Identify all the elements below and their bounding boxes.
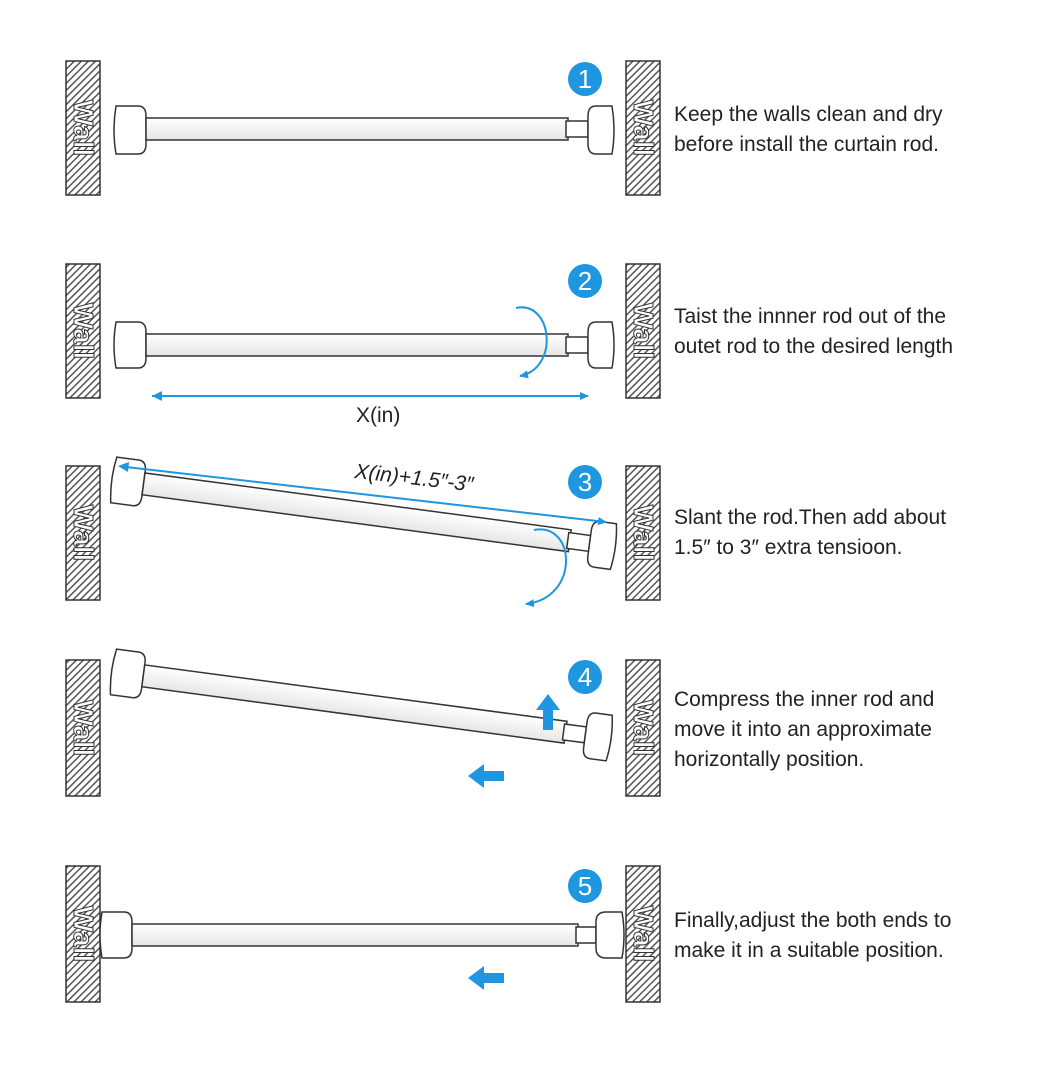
rotate-arrow-icon <box>525 528 567 608</box>
instruction-line: make it in a suitable position. <box>674 939 944 962</box>
left-wall: Wall <box>65 659 101 797</box>
instruction-line: Finally,adjust the both ends to <box>674 909 952 932</box>
right-wall: Wall <box>625 659 661 797</box>
wall-label: Wall <box>68 505 99 562</box>
tension-rod <box>109 648 614 762</box>
step-4-illustration: Wall Wall <box>65 648 661 797</box>
wall-label: Wall <box>68 906 99 963</box>
step-5-illustration: Wall Wall <box>65 865 661 1003</box>
tension-rod <box>113 321 615 369</box>
right-wall: Wall <box>625 465 661 601</box>
step-number-badge: 5 <box>568 869 602 903</box>
instruction-line: before install the curtain rod. <box>674 133 939 156</box>
left-wall: Wall <box>65 60 101 196</box>
step-number-badge: 1 <box>568 62 602 96</box>
arrow-up-icon <box>536 694 560 730</box>
length-measure-line <box>118 462 607 526</box>
wall-label: Wall <box>68 303 99 360</box>
length-measure-line <box>152 391 589 401</box>
right-wall: Wall <box>625 263 661 399</box>
wall-label: Wall <box>68 700 99 757</box>
wall-label: Wall <box>628 100 659 157</box>
tension-rod <box>113 105 615 155</box>
instruction-line: Keep the walls clean and dry <box>674 103 943 126</box>
wall-label: Wall <box>628 505 659 562</box>
step-number-badge: 3 <box>568 465 602 499</box>
arrow-left-icon <box>468 966 504 990</box>
step-1-illustration: Wall Wall <box>65 60 661 196</box>
step-2-illustration: Wall Wall <box>65 263 661 401</box>
instruction-line: horizontally position. <box>674 748 865 771</box>
instruction-line: Taist the innner rod out of the <box>674 305 947 328</box>
wall-label: Wall <box>628 303 659 360</box>
wall-label: Wall <box>68 100 99 157</box>
step-3-instruction: Slant the rod.Then add about 1.5″ to 3″ … <box>674 503 1044 563</box>
step-1-instruction: Keep the walls clean and dry before inst… <box>674 100 1044 160</box>
rotate-arrow-icon <box>515 306 548 379</box>
wall-label: Wall <box>628 906 659 963</box>
left-wall: Wall <box>65 465 101 601</box>
step-5-instruction: Finally,adjust the both ends to make it … <box>674 906 1044 966</box>
right-wall: Wall <box>625 60 661 196</box>
step-4-instruction: Compress the inner rod and move it into … <box>674 685 1044 775</box>
instruction-line: move it into an approximate <box>674 718 932 741</box>
instruction-line: 1.5″ to 3″ extra tensioon. <box>674 536 903 559</box>
instruction-line: outet rod to the desired length <box>674 335 954 358</box>
left-wall: Wall <box>65 263 101 399</box>
wall-label: Wall <box>628 700 659 757</box>
tension-rod <box>99 911 625 959</box>
tension-rod <box>109 456 618 571</box>
arrow-left-icon <box>468 764 504 788</box>
step-number-badge: 4 <box>568 660 602 694</box>
step-number-badge: 2 <box>568 264 602 298</box>
length-label: X(in) <box>356 404 401 427</box>
right-wall: Wall <box>625 865 661 1003</box>
instruction-line: Slant the rod.Then add about <box>674 506 947 529</box>
instruction-line: Compress the inner rod and <box>674 688 935 711</box>
left-wall: Wall <box>65 865 101 1003</box>
step-3-illustration: Wall Wall <box>65 456 661 608</box>
step-2-instruction: Taist the innner rod out of the outet ro… <box>674 302 1044 362</box>
